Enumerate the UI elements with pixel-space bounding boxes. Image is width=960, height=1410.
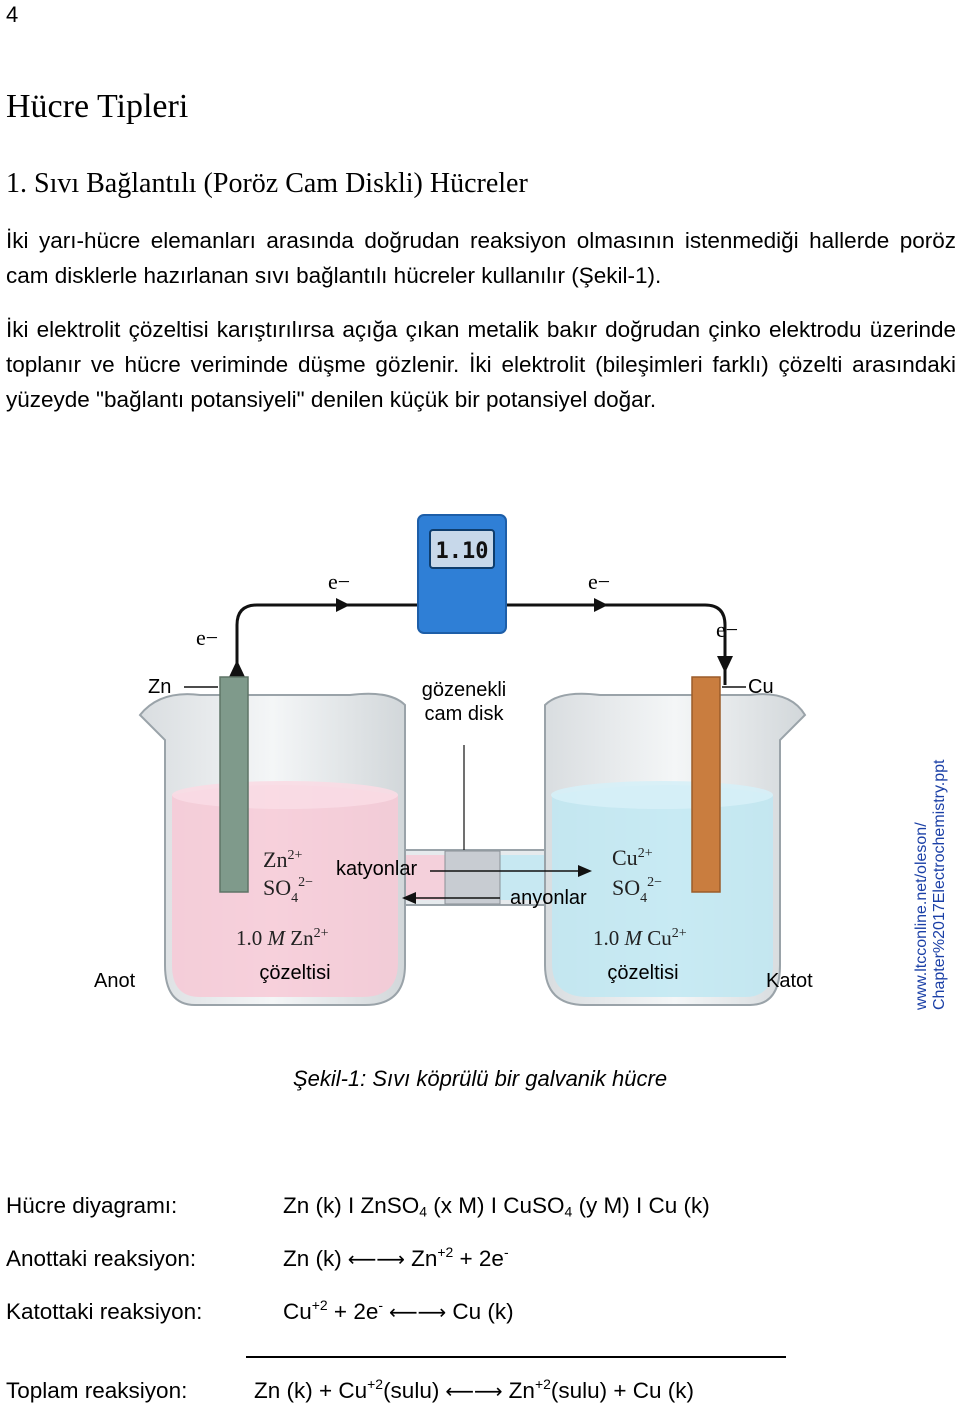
galvanic-cell-figure: 1.10 e− e− e− e− Zn Cu gözenekli cam dis… (94, 514, 948, 1011)
anode-reaction-label: Anottaki reaksiyon: (6, 1246, 197, 1271)
left-concentration: 1.0 M Zn2+ (236, 926, 329, 950)
solution-label-right: çözeltisi (607, 962, 678, 984)
cathode-reaction-expression: Cu+2 + 2e-⟵⟶Cu (k) (283, 1296, 514, 1324)
total-reaction-label: Toplam reaksiyon: (6, 1378, 188, 1403)
section-heading: 1. Sıvı Bağlantılı (Poröz Cam Diskli) Hü… (6, 168, 528, 199)
arrow-up-icon (229, 660, 245, 677)
zinc-electrode (219, 676, 249, 893)
electron-label: e− (328, 569, 350, 594)
anode-reaction-expression: Zn (k)⟵⟶Zn+2 + 2e- (283, 1243, 509, 1271)
figure-caption: Şekil-1: Sıvı köprülü bir galvanik hücre (292, 1066, 668, 1091)
ion-label: Zn2+ (263, 847, 302, 872)
right-beaker (544, 692, 807, 1006)
voltmeter (417, 514, 507, 634)
source-credit: Chapter%2017Electrochemistry.ppt (931, 759, 948, 1010)
anions-label: anyonlar (510, 887, 587, 909)
double-arrow-icon: ⟵⟶ (445, 1381, 503, 1403)
double-arrow-icon: ⟵⟶ (389, 1302, 447, 1324)
cell-diagram-label: Hücre diyagramı: (6, 1193, 178, 1218)
solution-label-left: çözeltisi (259, 962, 330, 984)
page-number: 4 (6, 2, 19, 27)
electrode-label-zn: Zn (148, 676, 171, 698)
arrow-left-icon (402, 892, 416, 904)
electron-label: e− (716, 617, 738, 642)
disk-label: cam disk (425, 703, 505, 725)
cathode-label: Katot (766, 970, 813, 992)
paragraph-intro: İki yarı-hücre elemanları arasında doğru… (6, 228, 956, 288)
electron-label: e− (196, 625, 218, 650)
right-concentration: 1.0 M Cu2+ (593, 926, 687, 950)
copper-electrode (691, 676, 721, 893)
electron-label: e− (588, 569, 610, 594)
page-title: Hücre Tipleri (6, 88, 189, 125)
electrode-label-cu: Cu (748, 676, 774, 698)
anode-label: Anot (94, 970, 136, 992)
arrow-right-icon (594, 598, 608, 612)
sum-divider (246, 1356, 786, 1358)
ion-label: SO42− (263, 875, 313, 906)
disk-label: gözenekli (422, 679, 507, 701)
ion-label: Cu2+ (612, 845, 653, 870)
double-arrow-icon: ⟵⟶ (347, 1249, 406, 1271)
cathode-reaction-label: Katottaki reaksiyon: (6, 1299, 203, 1324)
cations-label: katyonlar (336, 858, 417, 880)
ion-label: SO42− (612, 875, 662, 906)
paragraph-junction-potential: İki elektrolit çözeltisi karıştırılırsa … (6, 317, 956, 412)
arrow-down-icon (717, 656, 733, 673)
arrow-right-icon (336, 598, 350, 612)
meter-reading: 1.10 (436, 539, 489, 564)
arrow-right-icon (578, 865, 592, 877)
cell-diagram-expression: Zn (k) I ZnSO4 (x M) I CuSO4 (y M) I Cu … (283, 1193, 710, 1220)
source-credit: www.ltcconline.net/oleson/ (913, 822, 930, 1011)
total-reaction-expression: Zn (k) + Cu+2(sulu)⟵⟶Zn+2(sulu) + Cu (k) (254, 1375, 694, 1403)
